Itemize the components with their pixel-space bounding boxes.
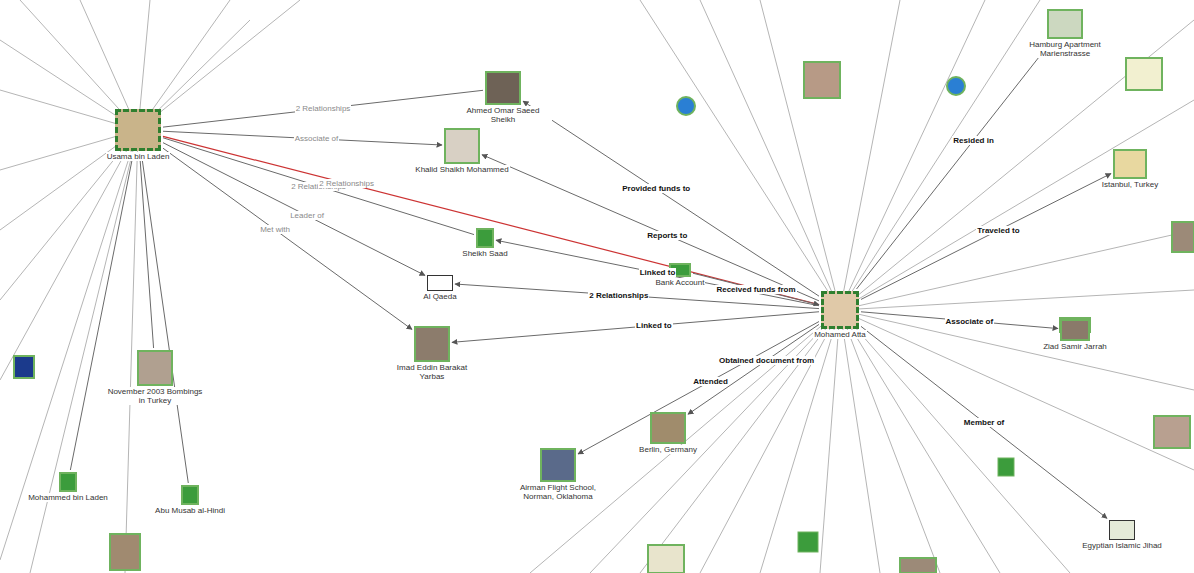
entity-caption: Hamburg Apartment Marienstrasse	[1016, 40, 1114, 58]
entity-caption: Mohammed bin Laden	[27, 493, 109, 502]
link-label: Met with	[259, 225, 291, 234]
link-line	[688, 324, 819, 414]
link-label: 2 Relationships	[295, 104, 352, 113]
link-line	[496, 240, 819, 306]
entity-icon	[1109, 520, 1135, 540]
entity-icon	[137, 350, 173, 386]
link-line	[482, 155, 819, 301]
location-node: Istanbul, Turkey	[1101, 149, 1159, 189]
link-line	[861, 174, 1111, 300]
link-line	[163, 148, 412, 329]
link-label: Resided in	[952, 136, 994, 145]
entity-icon	[444, 128, 480, 164]
link-line	[455, 284, 819, 309]
entity-icon	[115, 109, 161, 151]
entity-caption: Ziad Samir Jarrah	[1042, 342, 1108, 351]
event-node: November 2003 Bombings in Turkey	[106, 350, 204, 405]
link-label: Associate of	[945, 317, 995, 326]
entity-caption: Ahmed Omar Saeed Sheikh	[454, 106, 552, 124]
link-label: Linked to	[639, 268, 677, 277]
entity-caption: Imad Eddin Barakat Yarbas	[383, 363, 481, 381]
link-line	[141, 153, 188, 483]
person-node: Khalid Shaikh Mohammed	[414, 128, 509, 174]
link-label: 2 Relationships	[588, 291, 649, 300]
location-node: Airman Flight School, Norman, Oklahoma	[509, 448, 607, 501]
entity-caption: Mohamed Atta	[813, 330, 867, 339]
entity-caption: November 2003 Bombings in Turkey	[106, 387, 204, 405]
entity-icon	[821, 291, 859, 329]
organisation-node: Egyptian Islamic Jihad	[1081, 520, 1163, 550]
entity-icon	[414, 326, 450, 362]
entity-caption: Istanbul, Turkey	[1101, 180, 1159, 189]
entity-caption: Egyptian Islamic Jihad	[1081, 541, 1163, 550]
location-node: Hamburg Apartment Marienstrasse	[1016, 9, 1114, 58]
link-label: Received funds from	[715, 285, 796, 294]
link-label: Associate of	[294, 134, 340, 143]
link-line	[140, 153, 154, 348]
entity-caption: Sheikh Saad	[461, 249, 508, 258]
entity-caption: Al Qaeda	[422, 292, 457, 301]
entity-icon	[427, 275, 453, 291]
entity-icon	[181, 485, 199, 505]
organisation-node: Al Qaeda	[422, 275, 457, 301]
entity-icon	[650, 412, 686, 444]
link-label: Traveled to	[976, 226, 1020, 235]
link-line	[861, 312, 1058, 329]
entity-icon	[1047, 9, 1083, 39]
link-line	[452, 312, 819, 343]
entity-caption: Usama bin Laden	[106, 152, 171, 161]
entity-caption: Bank Account	[655, 278, 706, 287]
hub-person-node: Usama bin Laden	[106, 109, 171, 161]
hub-person-node: Mohamed Atta	[813, 291, 867, 339]
entity-icon	[1113, 149, 1147, 179]
entity-icon	[540, 448, 576, 482]
link-line	[163, 90, 483, 127]
minor-entity-icons	[14, 58, 1194, 573]
entity-icon	[485, 71, 521, 105]
person-node: Ahmed Omar Saeed Sheikh	[454, 71, 552, 124]
entity-caption: Berlin, Germany	[638, 445, 698, 454]
link-line	[693, 273, 819, 305]
person-placeholder-node: Abu Musab al-Hindi	[154, 485, 226, 515]
entity-caption: Abu Musab al-Hindi	[154, 506, 226, 515]
link-line	[861, 326, 1107, 518]
link-line	[70, 153, 133, 470]
link-line	[578, 322, 819, 454]
entity-icon	[1060, 319, 1090, 341]
link-line	[163, 136, 819, 304]
person-node: Imad Eddin Barakat Yarbas	[383, 326, 481, 381]
link-label: Linked to	[635, 321, 673, 330]
link-line	[523, 101, 819, 296]
link-label: Leader of	[289, 211, 325, 220]
person-placeholder-node: Sheikh Saad	[461, 228, 508, 258]
link-label: 2 Relationships	[318, 179, 375, 188]
link-label: Obtained document from	[718, 356, 815, 365]
link-line	[857, 41, 1052, 289]
link-line	[163, 138, 474, 235]
entity-icon	[59, 472, 77, 492]
entity-icon	[476, 228, 494, 248]
person-node: Ziad Samir Jarrah	[1042, 319, 1108, 351]
link-line	[163, 131, 442, 145]
location-node: Berlin, Germany	[638, 412, 698, 454]
entity-caption: Airman Flight School, Norman, Oklahoma	[509, 483, 607, 501]
link-label: Reports to	[646, 231, 688, 240]
person-placeholder-node: Mohammed bin Laden	[27, 472, 109, 502]
link-line	[163, 143, 425, 276]
entity-caption: Khalid Shaikh Mohammed	[414, 165, 509, 174]
link-label: Attended	[692, 377, 729, 386]
link-label: Member of	[963, 418, 1005, 427]
link-label: Provided funds to	[621, 184, 691, 193]
